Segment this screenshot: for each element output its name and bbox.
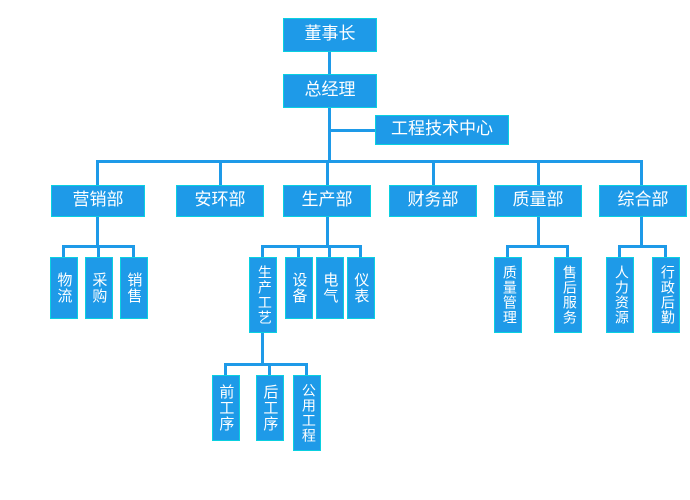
node-sub-process[interactable]: 生产工艺: [249, 257, 277, 333]
connector-drop-qc: [506, 245, 509, 258]
node-sub-instrument[interactable]: 仪表: [347, 257, 375, 319]
connector-drop-finance: [432, 160, 435, 185]
node-sub-post-process[interactable]: 后工序: [256, 375, 284, 441]
connector-process-stem: [261, 333, 264, 364]
node-dept-marketing[interactable]: 营销部: [51, 185, 145, 217]
node-dept-production[interactable]: 生产部: [283, 185, 371, 217]
node-dept-general[interactable]: 综合部: [599, 185, 687, 217]
connector-drop-sales: [132, 245, 135, 258]
connector-production-stem: [326, 217, 329, 245]
connector-drop-general: [640, 160, 643, 185]
connector-drop-admin: [664, 245, 667, 258]
connector-chairman-to-gm: [328, 52, 331, 74]
connector-drop-purchasing: [97, 245, 100, 258]
connector-process-bus: [224, 363, 307, 366]
node-sub-qc[interactable]: 质量管理: [494, 257, 522, 333]
connector-drop-electrical: [328, 245, 331, 258]
connector-drop-quality: [537, 160, 540, 185]
node-chairman[interactable]: 董事长: [283, 18, 377, 52]
connector-drop-post-process: [268, 363, 271, 376]
node-dept-safety[interactable]: 安环部: [176, 185, 264, 217]
connector-drop-logistics: [62, 245, 65, 258]
connector-drop-aftersales: [566, 245, 569, 258]
node-sub-sales[interactable]: 销售: [120, 257, 148, 319]
connector-drop-production: [326, 160, 329, 185]
connector-general-bus: [618, 245, 665, 248]
connector-drop-instrument: [359, 245, 362, 258]
node-eng-tech-center[interactable]: 工程技术中心: [375, 115, 509, 145]
connector-drop-safety: [219, 160, 222, 185]
node-sub-electrical[interactable]: 电气: [316, 257, 344, 319]
connector-drop-pre-process: [224, 363, 227, 376]
connector-drop-utilities: [305, 363, 308, 376]
connector-quality-bus: [506, 245, 568, 248]
node-sub-utilities[interactable]: 公用工程: [293, 375, 321, 451]
connector-dept-bus: [96, 160, 643, 163]
connector-drop-marketing: [96, 160, 99, 185]
node-sub-logistics[interactable]: 物流: [50, 257, 78, 319]
node-dept-quality[interactable]: 质量部: [494, 185, 582, 217]
connector-production-bus: [261, 245, 360, 248]
node-sub-aftersales[interactable]: 售后服务: [554, 257, 582, 333]
node-sub-pre-process[interactable]: 前工序: [212, 375, 240, 441]
node-sub-equipment[interactable]: 设备: [285, 257, 313, 319]
connector-gm-trunk-down: [328, 108, 331, 163]
node-sub-hr[interactable]: 人力资源: [606, 257, 634, 333]
connector-quality-stem: [537, 217, 540, 245]
node-dept-finance[interactable]: 财务部: [389, 185, 477, 217]
node-sub-admin[interactable]: 行政后勤: [652, 257, 680, 333]
connector-drop-hr: [618, 245, 621, 258]
connector-gm-to-engcenter: [328, 129, 375, 132]
connector-marketing-stem: [96, 217, 99, 245]
node-sub-purchasing[interactable]: 采购: [85, 257, 113, 319]
connector-drop-process: [261, 245, 264, 258]
connector-general-stem: [640, 217, 643, 245]
node-general-manager[interactable]: 总经理: [283, 74, 377, 108]
connector-drop-equipment: [297, 245, 300, 258]
